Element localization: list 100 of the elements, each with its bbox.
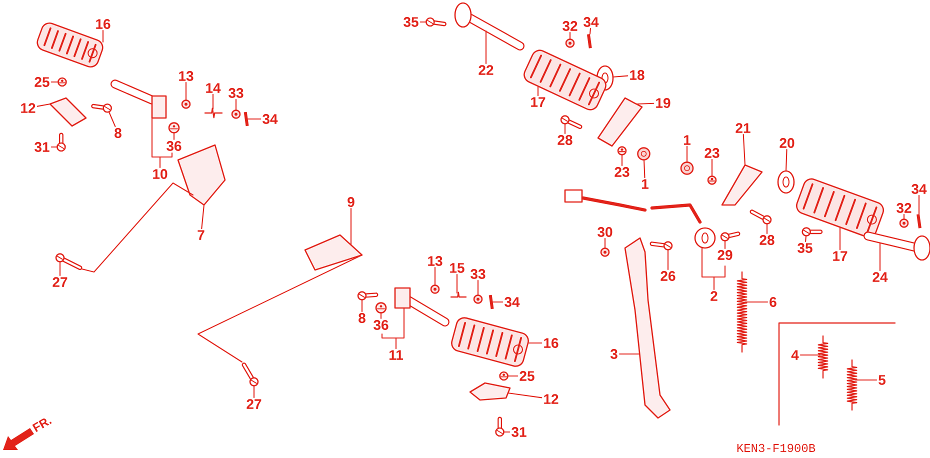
bolt: [426, 17, 446, 27]
leader-line: [503, 431, 510, 433]
callout-number: 8: [114, 128, 122, 138]
leader-line: [50, 146, 58, 148]
callout-number: 9: [348, 197, 354, 207]
washer: [777, 170, 795, 194]
leader-line: [918, 195, 920, 215]
leader-line: [742, 134, 746, 166]
leader-line: [766, 223, 768, 234]
leader-line: [711, 159, 713, 177]
nut: [600, 248, 610, 257]
bracket: [721, 164, 763, 206]
leader-line: [102, 30, 104, 43]
bolt: [560, 115, 582, 130]
leader-line: [564, 123, 566, 134]
callout-number: 32: [562, 21, 578, 31]
leader-line: [604, 238, 606, 249]
nut: [430, 284, 440, 294]
callout-number: 1: [642, 179, 648, 189]
footrest-rubber: [796, 178, 884, 238]
leader-line: [800, 354, 821, 356]
spring: [846, 359, 858, 411]
callout-number: 3: [610, 349, 618, 359]
footrest-rubber: [451, 317, 529, 367]
leader-line: [569, 32, 571, 40]
callout-number: 27: [246, 399, 262, 409]
leader-line: [686, 146, 688, 163]
leader-line: [839, 226, 841, 250]
connection-line: [197, 254, 363, 363]
collar: [707, 176, 717, 185]
cotter-pin: [488, 294, 494, 310]
leader-line: [247, 118, 262, 120]
collar: [499, 371, 508, 381]
spring: [204, 108, 223, 118]
callout-number: 16: [544, 338, 558, 348]
leader-line: [395, 307, 405, 350]
leader-line: [785, 149, 788, 172]
callout-number: 16: [96, 19, 110, 29]
leader-line: [667, 249, 669, 270]
leader-line: [253, 385, 255, 398]
step-guard: [49, 97, 87, 127]
leader-line: [477, 280, 479, 296]
leader-line: [903, 214, 905, 220]
callout-number: 7: [198, 230, 204, 240]
nut: [899, 218, 909, 228]
callout-number: 27: [52, 277, 68, 287]
leader-line: [151, 117, 161, 168]
nut: [565, 38, 575, 48]
leader-line: [59, 261, 61, 276]
callout-number: 36: [374, 320, 388, 330]
footpeg-bar: [394, 287, 450, 326]
callout-number: 33: [228, 88, 244, 98]
leader-line: [854, 379, 878, 381]
footpeg-bar: [454, 2, 524, 50]
callout-number: 12: [21, 103, 36, 113]
bolt: [56, 132, 66, 152]
nut: [473, 294, 483, 304]
leader-line: [724, 240, 726, 249]
bolt: [750, 210, 772, 224]
callout-number: 17: [531, 97, 546, 107]
leader-line: [380, 312, 382, 319]
leader-line: [492, 301, 504, 303]
footrest-rubber: [524, 50, 606, 110]
bolt: [802, 227, 823, 236]
leader-line: [589, 28, 591, 35]
drawing-code: KEN3-F1900B: [737, 444, 816, 452]
footpeg-bar: [864, 232, 930, 261]
callout-number: 17: [833, 251, 848, 261]
collar: [58, 77, 67, 87]
callout-number: 33: [470, 269, 486, 279]
leader-line: [173, 132, 175, 140]
bolt: [242, 362, 259, 386]
leader-line: [36, 103, 51, 107]
cotter-pin: [916, 214, 922, 228]
leader-line: [537, 86, 539, 96]
bolt: [55, 253, 82, 270]
callout-number: 31: [512, 427, 526, 437]
callout-number: 34: [262, 114, 278, 124]
callout-number: 12: [544, 394, 558, 404]
leader-line: [528, 342, 542, 344]
callout-number: 35: [404, 17, 418, 27]
callout-number: 13: [428, 256, 442, 266]
leader-line: [744, 301, 768, 303]
bolt: [720, 232, 740, 242]
callout-number: 22: [478, 65, 494, 75]
callout-number: 34: [584, 17, 599, 27]
callout-number: 28: [558, 135, 572, 145]
bolt: [357, 291, 378, 300]
leader-line: [108, 111, 116, 127]
leader-line: [434, 267, 436, 286]
leader-line: [621, 154, 623, 166]
callout-number: 8: [358, 313, 366, 323]
callout-number: 20: [780, 138, 794, 148]
leader-line: [507, 375, 518, 377]
leader-line: [805, 235, 807, 242]
direction-label: FR.: [32, 418, 52, 432]
leader-line: [636, 102, 654, 105]
leader-line: [235, 99, 237, 111]
callout-number: 26: [660, 271, 676, 281]
roller: [680, 162, 694, 175]
